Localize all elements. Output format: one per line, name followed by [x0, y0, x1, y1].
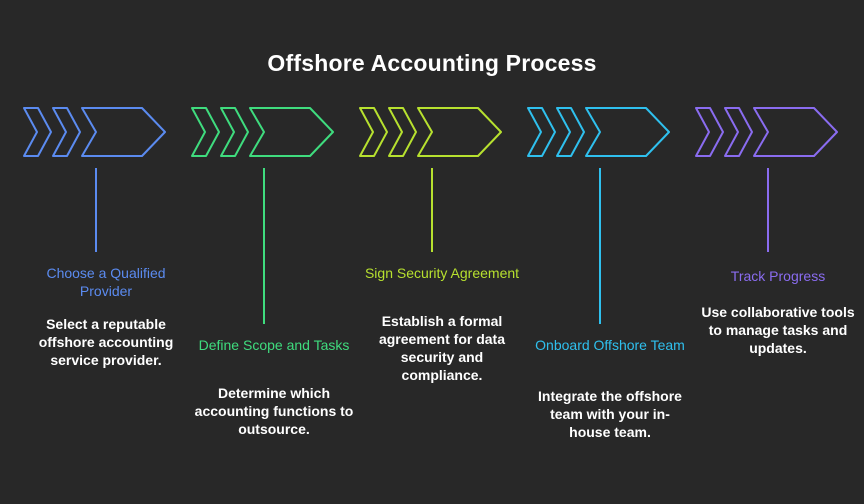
chevron-shape [249, 107, 334, 157]
step-connector-line [767, 168, 769, 252]
chevron-shape [23, 107, 52, 157]
step-heading: Onboard Offshore Team [535, 337, 685, 353]
chevron-shape [191, 107, 220, 157]
chevron-shape [585, 107, 670, 157]
step-heading: Track Progress [730, 268, 826, 284]
chevron-shape [81, 107, 166, 157]
step-heading: Choose a Qualified Provider [46, 265, 166, 299]
step-description: Determine which accounting functions to … [194, 385, 354, 437]
step-description: Establish a formal agreement for data se… [378, 313, 506, 383]
step-connector-line [263, 168, 265, 324]
chevron-shape [388, 107, 417, 157]
step-connector-line [431, 168, 433, 252]
step-heading: Define Scope and Tasks [198, 337, 350, 353]
chevron-arrows-icon [695, 107, 838, 157]
chevron-shape [52, 107, 81, 157]
chevron-shape [359, 107, 388, 157]
step-description: Use collaborative tools to manage tasks … [701, 304, 855, 356]
chevron-shape [220, 107, 249, 157]
step-connector-line [95, 168, 97, 252]
chevron-shape [417, 107, 502, 157]
step-onboard-team: Onboard Offshore Team Integrate the offs… [526, 0, 694, 504]
chevron-shape [556, 107, 585, 157]
step-define-scope: Define Scope and Tasks Determine which a… [190, 0, 358, 504]
step-track-progress: Track Progress Use collaborative tools t… [694, 0, 862, 504]
diagram-title: Offshore Accounting Process [267, 50, 597, 76]
step-connector-line [599, 168, 601, 324]
chevron-shape [724, 107, 753, 157]
chevron-shape [527, 107, 556, 157]
chevron-arrows-icon [191, 107, 334, 157]
step-description: Select a reputable offshore accounting s… [38, 316, 174, 368]
step-choose-provider: Choose a Qualified Provider Select a rep… [22, 0, 190, 504]
chevron-shape [695, 107, 724, 157]
chevron-arrows-icon [527, 107, 670, 157]
step-sign-agreement: Sign Security Agreement Establish a form… [358, 0, 526, 504]
step-heading: Sign Security Agreement [364, 265, 520, 281]
chevron-arrows-icon [23, 107, 166, 157]
step-description: Integrate the offshore team with your in… [538, 388, 682, 440]
chevron-arrows-icon [359, 107, 502, 157]
chevron-shape [753, 107, 838, 157]
